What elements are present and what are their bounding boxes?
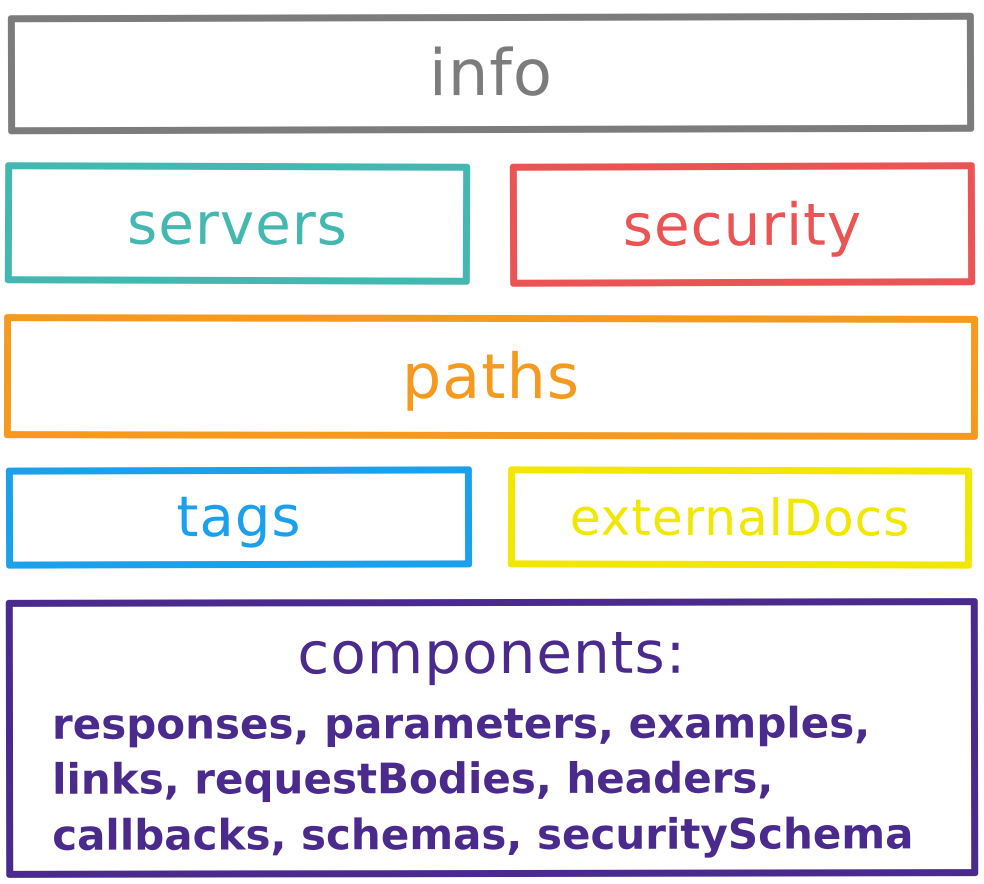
external-docs-box: externalDocs [507,466,973,569]
info-box: info [7,12,975,135]
tags-label: tags [176,484,302,550]
components-box: components: responses, parameters, examp… [5,598,979,878]
servers-label: servers [126,189,349,258]
security-label: security [622,190,863,259]
components-items: responses, parameters, examples, links, … [51,698,914,860]
servers-box: servers [4,162,471,285]
external-docs-label: externalDocs [569,488,911,547]
paths-label: paths [401,339,581,414]
components-title: components: [297,618,687,688]
security-box: security [509,162,976,287]
info-label: info [428,36,554,111]
tags-box: tags [5,466,473,569]
paths-box: paths [3,314,979,440]
